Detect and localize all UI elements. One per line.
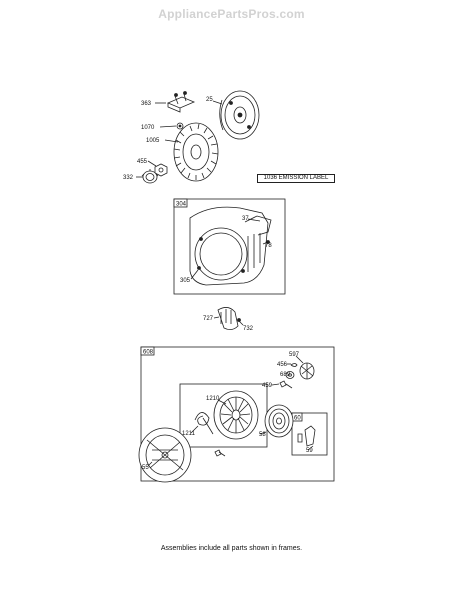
leader-1070 (159, 125, 177, 128)
leader-1210 (217, 399, 227, 405)
frame-tag-304[interactable]: 304 (176, 202, 187, 208)
starter-parts-drawing (138, 355, 316, 483)
leader-55 (147, 461, 153, 467)
starter-handle-drawing (213, 307, 244, 330)
part-label-455[interactable]: 455 (137, 159, 148, 165)
part-label-732[interactable]: 732 (243, 326, 254, 332)
assemblies-footnote: Assemblies include all parts shown in fr… (160, 545, 303, 552)
leader-37 (247, 218, 261, 222)
part-label-55[interactable]: 55 (142, 465, 149, 471)
leader-1211 (190, 425, 199, 434)
leader-58 (259, 431, 267, 435)
part-label-1070[interactable]: 1070 (141, 125, 155, 131)
part-label-332[interactable]: 332 (123, 175, 134, 181)
ignition-module-drawing (166, 91, 196, 113)
leader-455 (147, 160, 157, 167)
leader-1005 (164, 139, 179, 143)
blower-housing-drawing (189, 206, 272, 286)
part-label-597[interactable]: 597 (289, 352, 300, 358)
leader-59 (307, 445, 314, 451)
part-label-37[interactable]: 37 (242, 216, 249, 222)
part-label-1005[interactable]: 1005 (146, 138, 160, 144)
leader-78 (262, 241, 269, 245)
part-label-459[interactable]: 459 (262, 383, 273, 389)
part-label-78[interactable]: 78 (265, 243, 272, 249)
emission-label-box[interactable]: 1036 EMISSION LABEL (257, 174, 335, 183)
site-watermark: AppliancePartsPros.com (158, 7, 305, 21)
leader-727 (213, 316, 220, 319)
frame-starter-assembly (140, 346, 335, 482)
frame-tag-60[interactable]: 60 (294, 416, 301, 422)
part-label-58[interactable]: 58 (259, 432, 266, 438)
part-label-456[interactable]: 456 (277, 362, 288, 368)
fan-drawing (173, 122, 219, 182)
part-label-1211[interactable]: 1211 (182, 431, 196, 437)
frame-tag-608[interactable]: 608 (143, 350, 154, 356)
leader-597 (295, 355, 304, 364)
leader-305 (190, 269, 199, 280)
part-label-363[interactable]: 363 (141, 101, 152, 107)
frame-blower-housing (173, 198, 286, 295)
leader-732 (238, 320, 244, 326)
part-label-305[interactable]: 305 (180, 278, 191, 284)
nut-drawing (154, 163, 168, 177)
part-label-689[interactable]: 689 (280, 372, 291, 378)
part-label-59[interactable]: 59 (306, 448, 313, 454)
flywheel-drawing (219, 90, 260, 140)
leader-25 (212, 100, 223, 105)
flywheel-group (136, 90, 260, 184)
part-label-1210[interactable]: 1210 (206, 396, 220, 402)
part-label-25[interactable]: 25 (206, 97, 213, 103)
part-label-727[interactable]: 727 (203, 316, 214, 322)
leader-459 (271, 383, 280, 386)
